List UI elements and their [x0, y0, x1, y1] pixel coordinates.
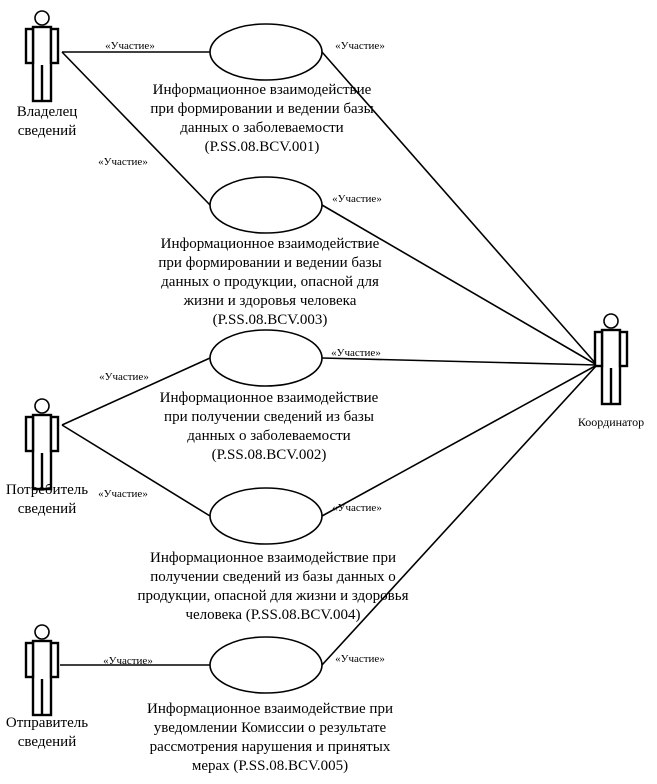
association-coordinator-uc2: [321, 204, 598, 366]
actor-figure-icon[interactable]: [24, 624, 60, 717]
use-case-label: Информационное взаимодействие при формиро…: [158, 236, 381, 328]
use-case-label-line: (P.SS.08.BCV.002): [212, 447, 327, 463]
association-coordinator-uc1: [321, 51, 598, 366]
relation-label: «Участие»: [98, 488, 148, 500]
use-case-label-line: (P.SS.08.BCV.003): [213, 312, 328, 328]
actor-sender[interactable]: Отправитель сведений: [6, 624, 88, 750]
association-consumer-uc4: [61, 424, 211, 517]
use-case-label-line: Информационное взаимодействие: [161, 236, 380, 252]
actor-label: Владелец сведений: [17, 104, 78, 139]
relation-label: «Участие»: [103, 655, 153, 667]
actor-owner[interactable]: Владелец сведений: [17, 10, 78, 139]
use-case-ellipse[interactable]: [209, 176, 323, 234]
actor-label-line: сведений: [18, 123, 76, 139]
actor-label: Отправитель сведений: [6, 715, 88, 750]
use-case-label-line: Информационное взаимодействие при: [147, 701, 393, 717]
use-case-label-line: данных о заболеваемости: [187, 428, 350, 444]
use-case-label-line: получении сведений из базы данных о: [150, 569, 396, 585]
relation-label: «Участие»: [98, 156, 148, 168]
use-case-label-line: человека (P.SS.08.BCV.004): [185, 607, 360, 623]
use-case-uc1[interactable]: Информационное взаимодействие при формиро…: [150, 23, 374, 155]
relation-label: «Участие»: [335, 653, 385, 665]
relation-label: «Участие»: [332, 502, 382, 514]
use-case-ellipse[interactable]: [209, 329, 323, 387]
use-case-label: Информационное взаимодействие при получен…: [137, 550, 408, 623]
use-case-ellipse[interactable]: [209, 487, 323, 545]
association-coordinator-uc3: [321, 357, 598, 366]
actor-figure-icon[interactable]: [24, 398, 60, 491]
use-case-uc2[interactable]: Информационное взаимодействие при формиро…: [158, 176, 382, 328]
relation-label: «Участие»: [105, 40, 155, 52]
actor-label-line: Потребитель: [6, 482, 88, 498]
actor-figure-icon[interactable]: [593, 313, 629, 406]
relation-label: «Участие»: [331, 347, 381, 359]
use-case-ellipse[interactable]: [209, 636, 323, 694]
actor-label-line: Владелец: [17, 104, 78, 120]
actor-label: Потребитель сведений: [6, 482, 88, 517]
actor-coordinator[interactable]: Координатор: [578, 313, 644, 429]
actor-label-line: Координатор: [578, 415, 644, 429]
use-case-label-line: Информационное взаимодействие: [153, 82, 372, 98]
association-owner-uc2: [61, 51, 211, 206]
use-case-label-line: при формировании и ведении базы: [150, 101, 373, 117]
relation-label: «Участие»: [332, 193, 382, 205]
association-lines: [60, 51, 598, 666]
use-case-label-line: данных о заболеваемости: [180, 120, 343, 136]
actor-figure-icon[interactable]: [24, 10, 60, 103]
use-case-label-line: данных о продукции, опасной для: [161, 274, 379, 290]
use-case-ellipse[interactable]: [209, 23, 323, 81]
use-case-label-line: мерах (P.SS.08.BCV.005): [192, 758, 348, 774]
use-case-label-line: жизни и здоровья человека: [183, 293, 357, 309]
use-case-label-line: при формировании и ведении базы: [158, 255, 381, 271]
relation-label: «Участие»: [335, 40, 385, 52]
use-case-uc3[interactable]: Информационное взаимодействие при получен…: [160, 329, 379, 463]
use-case-label-line: при получении сведений из базы: [164, 409, 374, 425]
use-case-uc5[interactable]: Информационное взаимодействие при уведомл…: [147, 636, 393, 774]
use-case-label: Информационное взаимодействие при формиро…: [150, 82, 373, 155]
relation-label: «Участие»: [99, 371, 149, 383]
actor-consumer[interactable]: Потребитель сведений: [6, 398, 88, 517]
use-case-label-line: продукции, опасной для жизни и здоровья: [137, 588, 408, 604]
use-case-label-line: Информационное взаимодействие: [160, 390, 379, 406]
use-case-label-line: уведомлении Комиссии о результате: [154, 720, 387, 736]
use-case-label-line: рассмотрения нарушения и принятых: [150, 739, 391, 755]
association-coordinator-uc4: [321, 364, 598, 517]
association-coordinator-uc5: [321, 364, 598, 666]
use-case-label-line: Информационное взаимодействие при: [150, 550, 396, 566]
use-case-label: Информационное взаимодействие при получен…: [160, 390, 379, 463]
actor-label: Координатор: [578, 415, 644, 429]
use-case-label: Информационное взаимодействие при уведомл…: [147, 701, 393, 774]
actor-label-line: сведений: [18, 734, 76, 750]
use-case-uc4[interactable]: Информационное взаимодействие при получен…: [137, 487, 409, 623]
association-consumer-uc3: [61, 357, 211, 426]
actor-label-line: сведений: [18, 501, 76, 517]
actor-label-line: Отправитель: [6, 715, 88, 731]
use-case-label-line: (P.SS.08.BCV.001): [205, 139, 320, 155]
